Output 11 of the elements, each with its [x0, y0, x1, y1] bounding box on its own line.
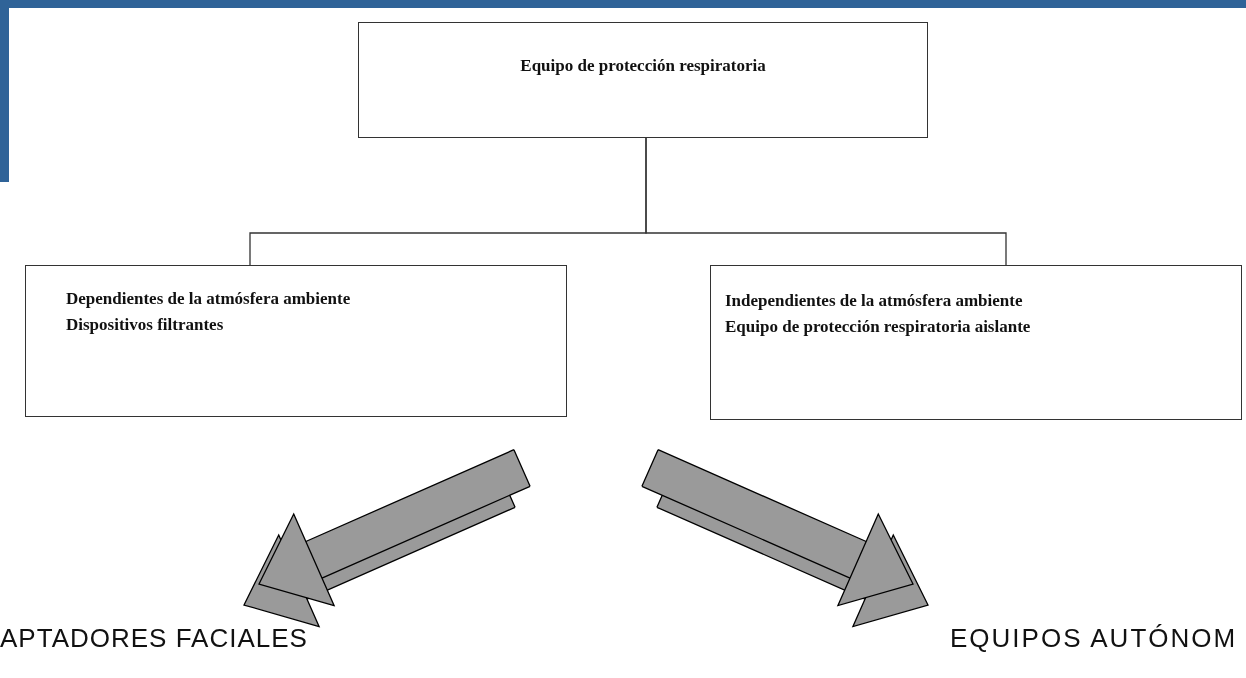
box-text: Equipo de protección respiratoria aislante: [725, 316, 1032, 338]
box-text: Dependientes de la atmósfera ambiente: [66, 288, 352, 310]
category-heading: APTADORES FACIALES: [0, 586, 330, 658]
box-text: Dispositivos filtrantes: [66, 314, 225, 336]
category-box: [358, 22, 928, 138]
connector-line: [645, 137, 1007, 266]
category-heading: EQUIPOS AUTÓNOM: [950, 586, 1246, 658]
category-box: [25, 265, 567, 417]
box-text: Independientes de la atmósfera ambiente: [725, 290, 1024, 312]
box-text: Equipo de protección respiratoria: [520, 55, 766, 77]
category-box: [710, 265, 1242, 420]
